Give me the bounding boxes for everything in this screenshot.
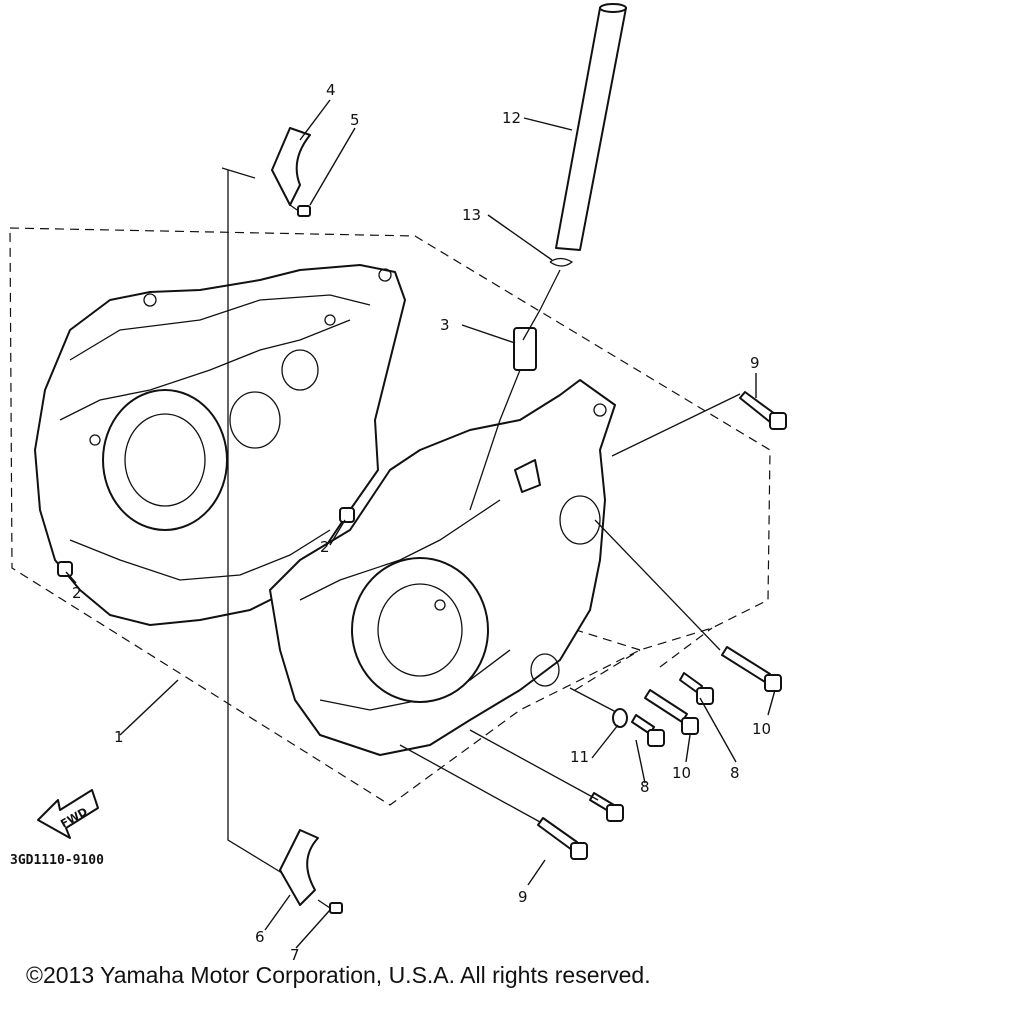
copyright-notice: ©2013 Yamaha Motor Corporation, U.S.A. A… [26,962,651,988]
callout-6: 6 [255,928,265,946]
assembly-outline [9,227,771,806]
holder-plate-top [271,127,311,206]
bolt-10-small [631,714,665,747]
fwd-arrow-icon: FWD [37,789,99,839]
callout-8-upper: 8 [730,764,740,782]
callout-8-lower: 8 [640,778,650,796]
callout-4: 4 [326,81,336,99]
callout-9-upper: 9 [750,354,760,372]
callout-2-left: 2 [72,584,82,602]
hose-clip [549,257,574,267]
callout-3: 3 [440,316,450,334]
assembly-outline-inner [559,624,713,691]
diagram-code: 3GD1110-9100 [10,853,104,868]
callouts: 1 2 2 3 4 5 6 7 8 8 9 9 10 10 10 11 12 1… [72,81,771,964]
right-crankcase-half [269,379,616,756]
holder-plate-bottom [279,829,319,906]
bolt-10-right [721,646,782,692]
bolt-8-upper [679,672,714,705]
callout-11: 11 [570,748,589,766]
screw-top [289,204,311,217]
dowel-pin-center [339,507,355,523]
callout-10-right: 10 [752,720,771,738]
callout-7: 7 [290,946,300,964]
callout-1: 1 [114,728,124,746]
left-crankcase-half [34,264,406,626]
callout-5: 5 [350,111,360,129]
bolt-10-mid [644,689,699,735]
breather-fitting [513,327,537,371]
leader-lines [65,99,776,949]
callout-9-lower: 9 [518,888,528,906]
bolt-9-upper [739,391,787,430]
callout-12: 12 [502,109,521,127]
screw-bottom [317,899,343,914]
bolt-9-lower [537,817,588,860]
o-ring [612,708,628,728]
callout-2-center: 2 [320,538,330,556]
dowel-pin-left [57,561,73,577]
callout-10-mid: 10 [672,764,691,782]
callout-13: 13 [462,206,481,224]
bolt-8-lower [589,792,624,822]
